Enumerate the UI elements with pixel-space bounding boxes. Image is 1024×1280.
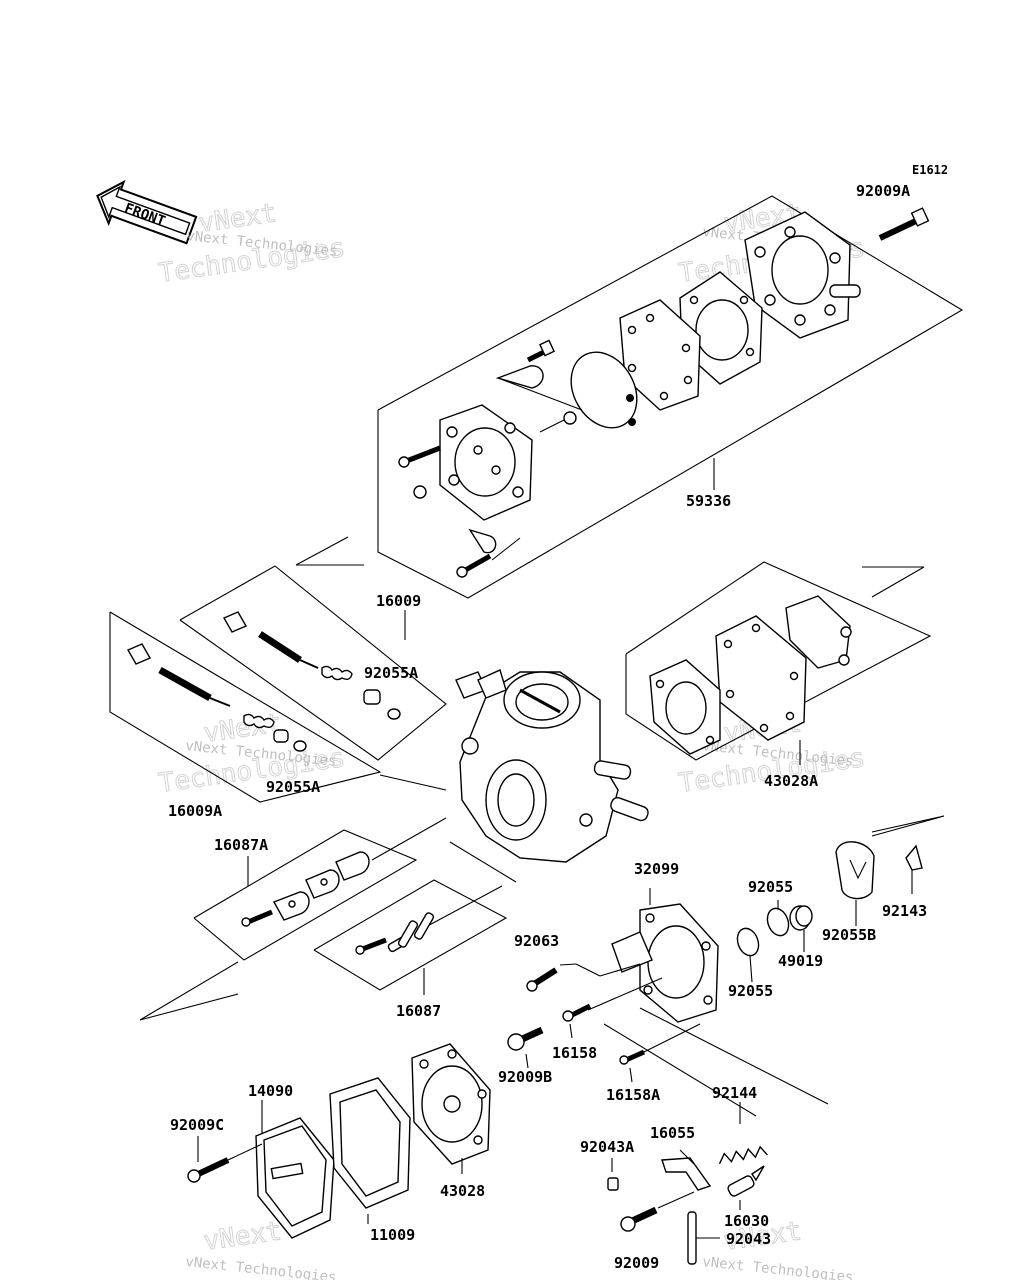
label-43028a: 43028A <box>764 772 818 790</box>
watermark-text: vNext Technologies <box>702 1254 855 1280</box>
label-11009: 11009 <box>370 1226 415 1244</box>
label-92055a: 92055A <box>266 778 320 796</box>
pump-body-part <box>439 404 577 521</box>
label-92009a: 92009A <box>856 182 910 200</box>
watermark-line1: vNext <box>202 1216 284 1257</box>
screw-92043a-part <box>607 1158 619 1191</box>
label-92009c: 92009C <box>170 1116 224 1134</box>
front-arrow: FRONT <box>96 179 198 245</box>
gasket-11009-part <box>329 1077 411 1224</box>
screw-16158-part <box>562 1003 592 1039</box>
filter-cap-92055b-part <box>835 841 875 926</box>
watermark-text: vNext Technologies <box>185 1254 338 1280</box>
needle-valve-16030-part <box>727 1165 765 1210</box>
pump-clip-part <box>495 339 583 411</box>
label-92009b: 92009B <box>498 1068 552 1086</box>
round-diaphragm-part <box>570 351 638 429</box>
screw-92063-part <box>526 963 577 992</box>
diaphragm-group-43028a <box>625 561 932 765</box>
label-92043: 92043 <box>726 1230 771 1248</box>
jet-group-16087 <box>139 841 517 1021</box>
label-16087: 16087 <box>396 1002 441 1020</box>
screw-92009a <box>878 207 930 241</box>
needle-jet-group-16009 <box>179 565 447 761</box>
part-labels: 92009A 59336 16009 92055A 92055A 16009A … <box>168 182 927 1272</box>
label-92055a: 92055A <box>364 664 418 682</box>
lever-16055-part <box>661 1149 712 1191</box>
label-92055: 92055 <box>748 878 793 896</box>
cover-14090-part <box>255 1100 335 1239</box>
label-59336: 59336 <box>686 492 731 510</box>
carb-cover-32099-part <box>575 888 829 1117</box>
label-32099: 32099 <box>634 860 679 878</box>
label-92144: 92144 <box>712 1084 757 1102</box>
label-16030: 16030 <box>724 1212 769 1230</box>
screw-92009b-part <box>507 1026 544 1069</box>
diaphragm-43028-part <box>411 1043 491 1174</box>
label-43028: 43028 <box>440 1182 485 1200</box>
needle-jet-group-16009a <box>109 611 447 803</box>
label-16087a: 16087A <box>214 836 268 854</box>
pump-screws <box>398 445 521 578</box>
label-16158: 16158 <box>552 1044 597 1062</box>
label-16009a: 16009A <box>168 802 222 820</box>
label-92055: 92055 <box>728 982 773 1000</box>
jet-group-16087a <box>193 817 447 961</box>
screw-92009c-part <box>187 1136 263 1183</box>
screw-16158a-part <box>619 1049 646 1083</box>
label-16158a: 16158A <box>606 1086 660 1104</box>
label-14090: 14090 <box>248 1082 293 1100</box>
label-92043a: 92043A <box>580 1138 634 1156</box>
cap-49019-part <box>789 905 813 952</box>
label-16055: 16055 <box>650 1124 695 1142</box>
spring-92144-part <box>718 1102 768 1165</box>
label-92009: 92009 <box>614 1254 659 1272</box>
clip-92143-part <box>871 815 945 894</box>
fuel-pump-kit-group <box>295 195 964 599</box>
pin-92043-part <box>687 1211 720 1265</box>
label-92143: 92143 <box>882 902 927 920</box>
label-49019: 49019 <box>778 952 823 970</box>
screw-92009-part <box>620 1191 695 1232</box>
label-92063: 92063 <box>514 932 559 950</box>
carburetor-body-part <box>455 669 649 863</box>
diagram-code: E1612 <box>912 163 948 177</box>
label-16009: 16009 <box>376 592 421 610</box>
label-92055b: 92055B <box>822 926 876 944</box>
o-ring-92055-part <box>736 900 790 983</box>
